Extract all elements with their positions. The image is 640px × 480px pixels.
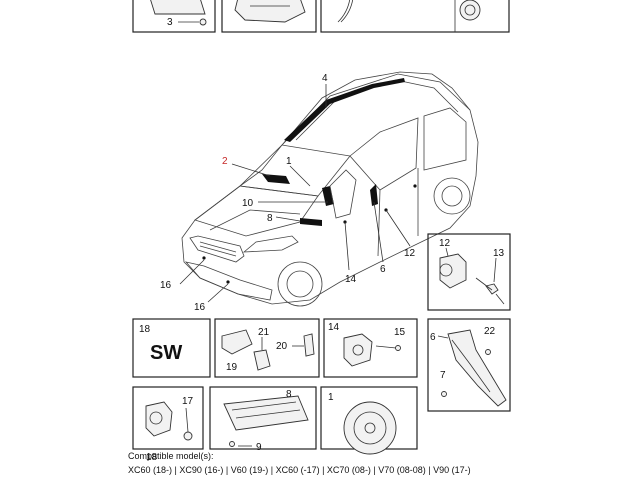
- inset-label-1: 1: [328, 392, 334, 403]
- inset-label-17: 17: [182, 396, 194, 407]
- inset-sensor-12-13[interactable]: 12 13: [427, 233, 511, 311]
- callout-4: 4: [322, 73, 328, 84]
- inset-label-18-sw: 18: [139, 324, 151, 335]
- callout-leaders: [179, 84, 411, 303]
- callout-1: 1: [286, 156, 292, 167]
- inset-label-20: 20: [276, 341, 288, 352]
- inset-label-18: 18: [146, 452, 158, 463]
- inset-label-13: 13: [493, 248, 505, 259]
- inset-label-21: 21: [258, 327, 270, 338]
- callout-16-b: 16: [194, 302, 206, 313]
- inset-curtain-6-22-7[interactable]: 6 22 7: [427, 318, 511, 412]
- footer-models: XC60 (18-) | XC90 (16-) | V60 (19-) | XC…: [128, 465, 471, 475]
- callout-8: 8: [267, 213, 273, 224]
- inset-label-7: 7: [440, 370, 446, 381]
- callout-10: 10: [242, 198, 254, 209]
- inset-label-15: 15: [394, 327, 406, 338]
- callout-16-a: 16: [160, 280, 172, 291]
- top-box-left[interactable]: 3: [132, 0, 216, 33]
- inset-label-6: 6: [430, 332, 436, 343]
- top-box-middle[interactable]: [221, 0, 317, 33]
- inset-label-19: 19: [226, 362, 238, 373]
- top-box-right[interactable]: [320, 0, 510, 33]
- callout-2: 2: [222, 156, 228, 167]
- car-illustration: [181, 71, 479, 307]
- callout-3: 3: [167, 17, 173, 28]
- callout-14: 14: [345, 274, 357, 285]
- callout-6: 6: [380, 264, 386, 275]
- inset-steering-1[interactable]: 1: [320, 386, 418, 455]
- inset-sensor-14-15[interactable]: 14 15: [323, 318, 418, 378]
- inset-label-9: 9: [256, 442, 262, 453]
- inset-label-22: 22: [484, 326, 496, 337]
- inset-sensor-17-18[interactable]: 17 18: [132, 386, 204, 463]
- inset-knee-8-9[interactable]: 8 9: [209, 386, 317, 453]
- inset-label-14: 14: [328, 322, 340, 333]
- inset-bracket-21-20-19[interactable]: 21 20 19: [214, 318, 320, 378]
- inset-label-8: 8: [286, 389, 292, 400]
- callout-12: 12: [404, 248, 416, 259]
- sw-badge: SW: [150, 342, 182, 364]
- inset-sw-18[interactable]: 18 SW: [132, 318, 211, 378]
- inset-label-12: 12: [439, 238, 451, 249]
- footer-title: Compatible model(s):: [128, 451, 214, 461]
